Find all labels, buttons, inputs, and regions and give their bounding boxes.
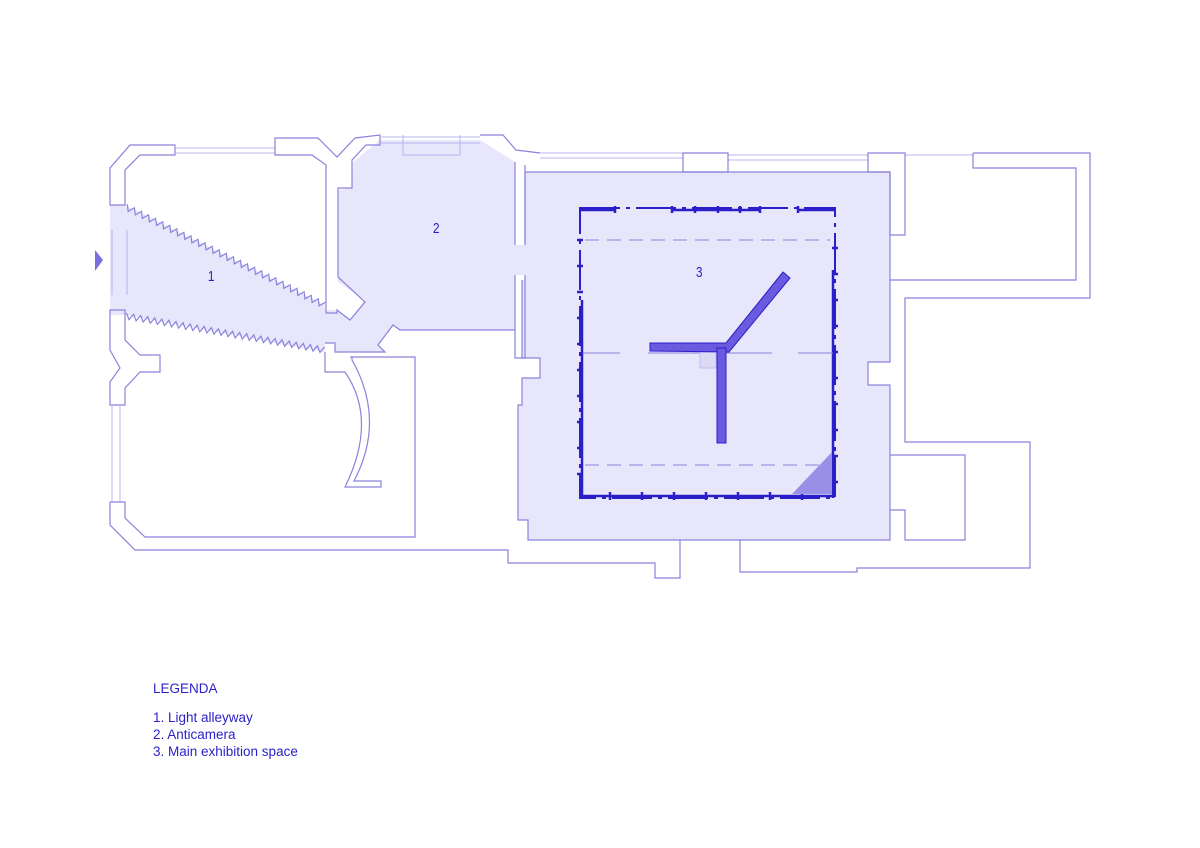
- wall-room1-room2: [274, 134, 381, 321]
- room-label-2: 2: [432, 220, 440, 237]
- wall-top-left: [109, 144, 176, 206]
- corner-triangle: [792, 452, 832, 494]
- entrance-arrow-icon: [95, 250, 103, 271]
- legend-heading: LEGENDA: [153, 681, 218, 696]
- window-top-room3: [540, 152, 973, 161]
- window-anticamera: [380, 135, 480, 156]
- room-label-1: 1: [207, 268, 215, 285]
- y-installation: [649, 271, 791, 444]
- room-label-3: 3: [695, 264, 703, 281]
- legend-item-3: 3. Main exhibition space: [153, 744, 298, 759]
- wall-small-room: [890, 454, 966, 541]
- wall-bottom-left: [109, 356, 681, 579]
- window-top-left: [175, 147, 275, 154]
- dashed-guide-lines: [585, 239, 830, 466]
- curved-wall: [324, 352, 382, 488]
- frame-ticks: [577, 206, 838, 500]
- window-left: [111, 230, 128, 502]
- legend-item-1: 1. Light alleyway: [153, 710, 253, 725]
- wall-left-y: [109, 309, 161, 406]
- legend: LEGENDA 1. Light alleyway 2. Anticamera …: [153, 680, 298, 760]
- frame-bars: [580, 208, 835, 498]
- zigzag-wall-bottom: [125, 312, 325, 354]
- room-1-2-fill: [110, 140, 525, 352]
- legend-item-2: 2. Anticamera: [153, 727, 236, 742]
- wall-room3-outline: [517, 171, 891, 541]
- zigzag-wall-top: [126, 204, 326, 307]
- pedestal: [699, 351, 717, 369]
- wall-right-annex: [739, 152, 1091, 573]
